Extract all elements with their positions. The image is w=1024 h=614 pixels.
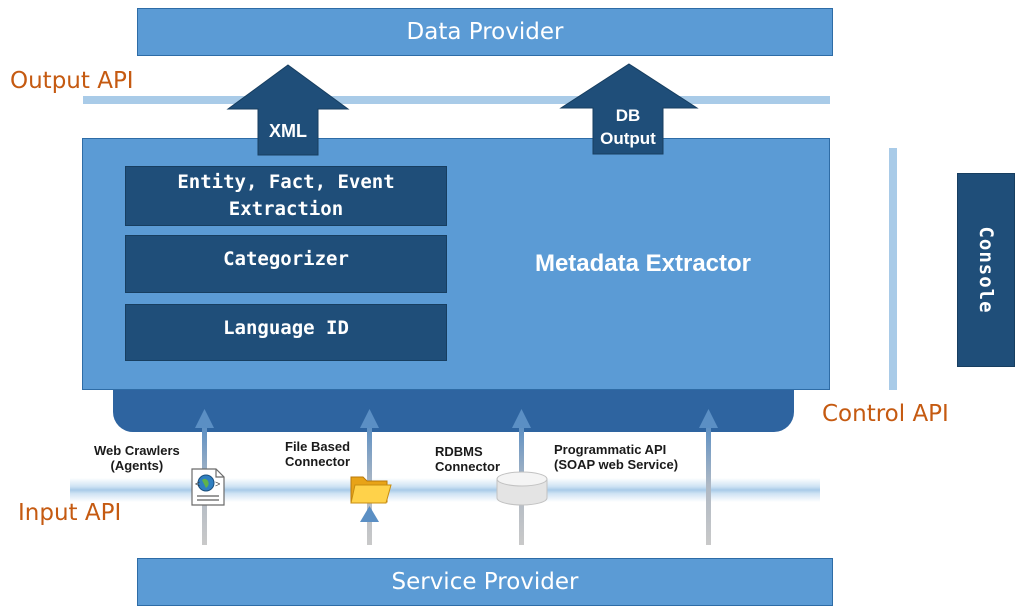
db-output-label: DB Output bbox=[600, 106, 656, 148]
module-entity-extraction-label: Entity, Fact, Event Extraction bbox=[177, 171, 395, 220]
console-box bbox=[957, 173, 1015, 367]
folder-icon bbox=[350, 476, 392, 504]
xml-label: XML bbox=[269, 121, 307, 141]
service-provider-box: Service Provider bbox=[137, 558, 833, 606]
connector-programmatic-api-label: Programmatic API (SOAP web Service) bbox=[554, 442, 679, 472]
module-categorizer-label: Categorizer bbox=[223, 248, 349, 270]
output-api-label: Output API bbox=[10, 68, 134, 94]
control-api-line bbox=[889, 148, 897, 390]
db-output-arrow bbox=[559, 63, 699, 155]
control-api-label: Control API bbox=[822, 401, 949, 427]
connector-tray bbox=[113, 390, 794, 432]
web-document-icon: < > bbox=[191, 468, 225, 506]
module-language-id-label: Language ID bbox=[223, 317, 349, 339]
connector-file-based-label: File Based Connector bbox=[285, 439, 351, 469]
data-provider-box: Data Provider bbox=[137, 8, 833, 56]
svg-text:<: < bbox=[195, 479, 200, 489]
connector-web-crawlers-label: Web Crawlers (Agents) bbox=[94, 443, 180, 473]
svg-text:>: > bbox=[215, 479, 220, 489]
input-arrow-programmatic-api bbox=[699, 409, 718, 545]
database-icon bbox=[496, 471, 548, 506]
data-provider-label: Data Provider bbox=[406, 19, 564, 45]
xml-arrow bbox=[226, 64, 350, 156]
service-provider-label: Service Provider bbox=[391, 569, 579, 595]
module-categorizer: Categorizer bbox=[125, 235, 447, 293]
connector-rdbms-label: RDBMS Connector bbox=[435, 444, 500, 474]
module-entity-extraction: Entity, Fact, Event Extraction bbox=[125, 166, 447, 226]
metadata-extractor-title: Metadata Extractor bbox=[534, 250, 752, 277]
output-api-line bbox=[83, 96, 830, 104]
input-api-label: Input API bbox=[18, 500, 122, 526]
module-language-id: Language ID bbox=[125, 304, 447, 361]
